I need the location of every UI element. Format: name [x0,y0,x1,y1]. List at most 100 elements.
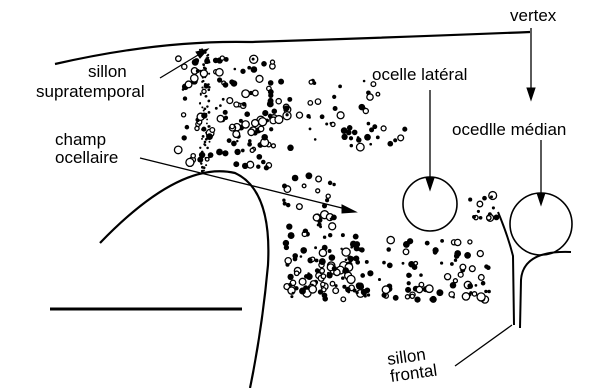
field-dot [365,260,369,264]
field-dot [284,245,289,250]
field-dot [414,261,418,265]
champ-ocellaire-arrowhead [342,205,356,213]
field-dot [287,97,292,102]
field-dot [308,101,313,106]
field-dot [272,108,278,114]
field-dot [333,288,339,294]
field-dot [345,287,351,293]
frontal-suture-right [520,252,571,328]
field-dot [320,268,325,273]
field-dot [288,224,291,227]
field-dot [182,88,185,91]
field-dot [464,252,471,259]
field-dot [478,275,484,281]
field-dot [487,216,491,220]
field-dot [484,290,487,293]
field-dot [234,68,237,71]
field-dot [372,124,377,129]
field-dot [261,61,267,67]
field-dot [288,232,295,239]
field-dot [234,102,239,107]
field-dot [453,279,457,283]
field-dot [330,281,335,286]
field-dot [332,266,337,271]
field-dot [275,116,283,124]
field-dot [256,154,262,160]
field-dot [294,271,298,275]
field-dot [204,83,209,88]
field-dot [267,101,274,108]
field-dot [283,105,289,111]
field-dot [350,144,354,148]
field-dot [341,276,345,280]
field-dot [268,93,273,98]
median-ocellus-label: ocedlle médian [452,120,566,139]
suture-dot [201,87,203,89]
field-dot [292,253,298,259]
field-dot [472,215,476,219]
field-dot [332,95,336,99]
field-dot [174,146,182,154]
suture-dot [201,81,203,83]
field-dot [288,283,292,287]
field-dot [487,290,491,294]
field-dot [405,287,411,293]
field-dot [492,206,495,209]
field-dot [356,283,362,289]
field-dot [382,261,386,265]
field-dot [454,259,457,262]
field-dot [302,184,306,188]
field-dot [278,79,284,85]
field-dot [367,94,373,100]
suture-dot [201,138,203,140]
suture-dot [204,107,207,110]
field-dot [242,90,250,98]
field-dot [202,89,206,93]
field-dot [282,199,285,202]
field-dot [299,278,306,285]
field-dot [462,293,469,300]
field-dot [313,214,320,221]
field-dot [433,250,438,255]
field-dot [230,124,235,129]
field-dot [325,198,329,202]
field-dot [205,158,209,162]
field-dot [233,131,240,138]
field-dot [259,118,267,126]
field-dot [264,165,269,170]
field-dot [469,266,475,272]
field-dot [292,175,299,182]
field-dot [419,273,423,277]
field-dot [354,241,360,247]
field-dot [247,66,251,70]
suture-dot [201,106,203,108]
field-dot [477,210,480,213]
field-dot [322,293,328,299]
field-dot [200,70,207,77]
suture-dot [208,111,211,114]
field-dot [261,160,266,165]
field-dot [349,136,353,140]
field-dot [329,257,332,260]
field-dot [240,69,245,74]
suture-dot [204,141,207,144]
field-dot [454,253,460,259]
field-dot [479,216,483,220]
field-dot [192,59,199,66]
field-dot [331,215,337,221]
field-dot [244,111,250,117]
field-dot [345,269,349,273]
field-dot [242,102,247,107]
field-dot [364,134,371,141]
field-dot [349,256,354,261]
field-dot [248,129,255,136]
field-dot [323,235,326,238]
field-dot [402,127,407,132]
sillon-supratemporal-label-line2: supratemporal [36,82,145,101]
field-dot [393,138,397,142]
field-dot [416,286,422,292]
field-dot [347,275,355,283]
field-dot [425,241,430,246]
suture-dot [208,125,210,127]
field-dot [477,293,485,301]
